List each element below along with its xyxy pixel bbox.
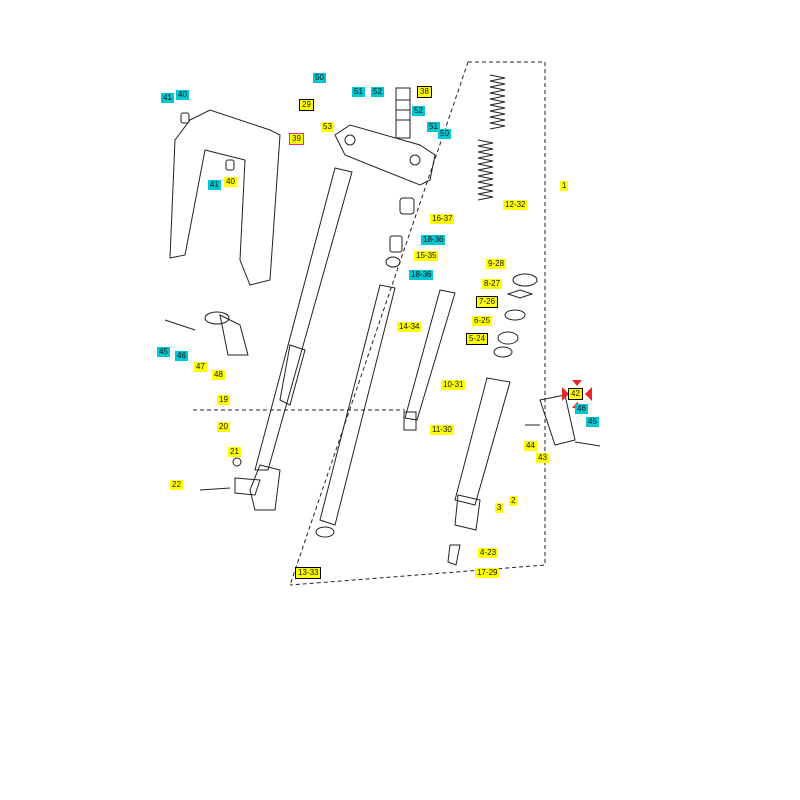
part-label-10-31[interactable]: 10-31 <box>441 380 466 390</box>
part-label-47[interactable]: 47 <box>194 362 207 372</box>
part-label-52[interactable]: 52 <box>371 87 384 97</box>
assembly-outline <box>193 61 546 586</box>
part-label-21[interactable]: 21 <box>228 447 241 457</box>
part-label-1[interactable]: 1 <box>560 181 569 191</box>
part-label-46[interactable]: 46 <box>575 404 588 414</box>
part-label-11-30[interactable]: 11-30 <box>430 425 454 435</box>
part-label-42[interactable]: 42 <box>568 388 583 400</box>
part-label-41[interactable]: 41 <box>208 180 221 190</box>
part-label-18-36[interactable]: 18-36 <box>421 235 446 245</box>
part-label-48[interactable]: 48 <box>212 370 225 380</box>
left-outer-tube <box>249 167 353 511</box>
part-label-40[interactable]: 40 <box>224 177 237 187</box>
part-label-19[interactable]: 19 <box>217 395 230 405</box>
part-label-51[interactable]: 51 <box>352 87 365 97</box>
damper-rod <box>403 289 456 431</box>
part-label-4-23[interactable]: 4-23 <box>478 548 499 558</box>
part-label-50[interactable]: 50 <box>438 129 451 139</box>
part-label-51[interactable]: 51 <box>427 122 440 132</box>
right-outer-tube <box>454 377 511 531</box>
part-label-5-24[interactable]: 5-24 <box>465 333 489 345</box>
part-label-50[interactable]: 50 <box>313 73 326 83</box>
part-label-46[interactable]: 46 <box>175 351 188 361</box>
part-label-6-25[interactable]: 6-25 <box>472 316 493 326</box>
part-label-2[interactable]: 2 <box>509 496 518 506</box>
fork-bridge <box>169 109 281 286</box>
inner-tube <box>315 284 396 538</box>
part-label-14-34[interactable]: 14-34 <box>397 322 422 332</box>
part-label-41[interactable]: 41 <box>161 93 174 103</box>
part-label-52[interactable]: 52 <box>412 106 425 116</box>
part-label-39[interactable]: 39 <box>289 133 304 145</box>
part-label-45[interactable]: 45 <box>157 347 170 357</box>
part-label-15-35[interactable]: 15-35 <box>414 251 439 261</box>
part-label-18-36[interactable]: 18-36 <box>409 270 434 280</box>
part-label-17-29[interactable]: 17-29 <box>475 568 500 578</box>
part-label-40[interactable]: 40 <box>176 90 189 100</box>
top-triple-clamp <box>334 87 436 186</box>
part-label-12-32[interactable]: 12-32 <box>503 200 528 210</box>
part-label-3[interactable]: 3 <box>495 503 504 513</box>
part-label-9-28[interactable]: 9-28 <box>486 259 507 269</box>
part-label-29[interactable]: 29 <box>299 99 314 111</box>
part-label-44[interactable]: 44 <box>524 441 537 451</box>
part-label-16-37[interactable]: 16-37 <box>430 214 455 224</box>
part-label-38[interactable]: 38 <box>417 86 432 98</box>
part-label-45[interactable]: 45 <box>586 417 599 427</box>
part-label-7-26[interactable]: 7-26 <box>475 296 499 308</box>
part-label-43[interactable]: 43 <box>536 453 549 463</box>
fork-springs <box>477 74 506 201</box>
part-label-20[interactable]: 20 <box>217 422 230 432</box>
part-label-22[interactable]: 22 <box>170 480 183 490</box>
part-label-8-27[interactable]: 8-27 <box>482 279 503 289</box>
part-label-53[interactable]: 53 <box>321 122 334 132</box>
small-parts <box>164 197 601 566</box>
part-label-13-33[interactable]: 13-33 <box>294 567 322 579</box>
